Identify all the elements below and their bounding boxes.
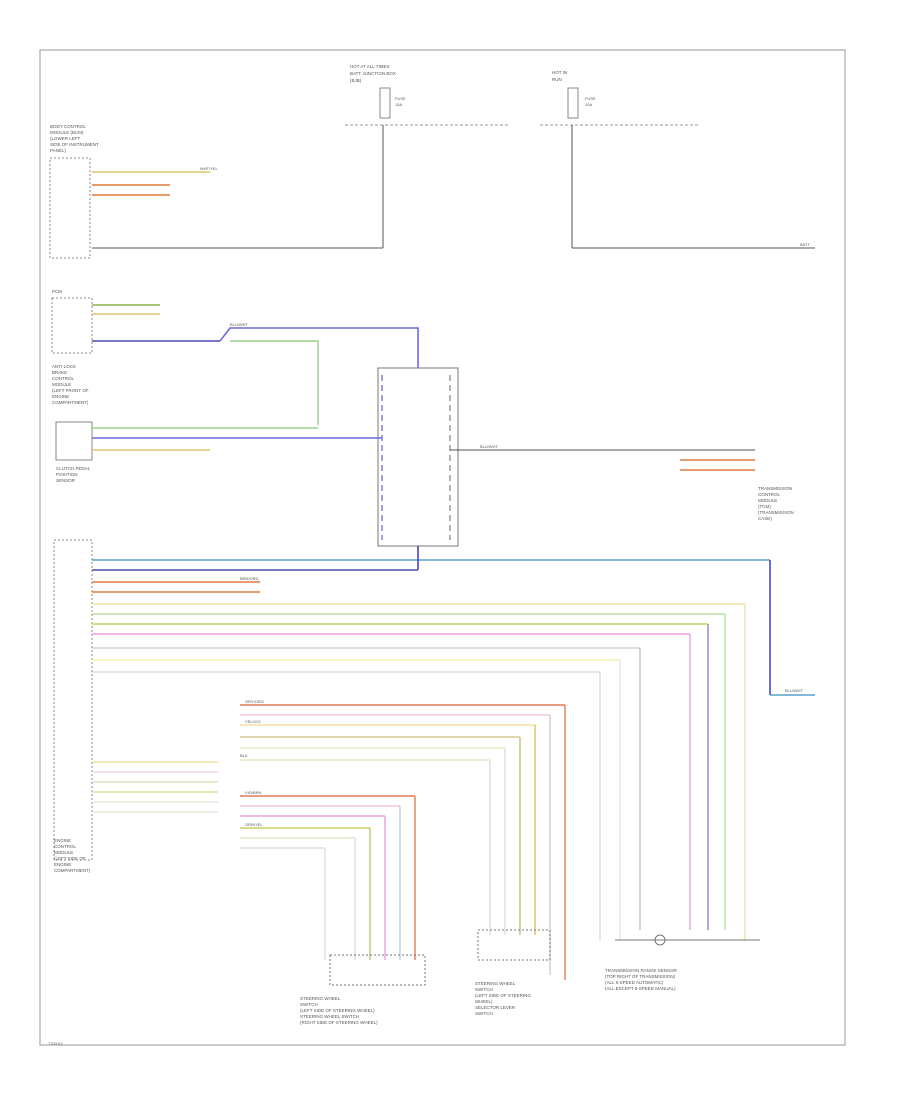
conn-b-line1: STEERING WHEEL [475,981,516,986]
conn-a-line2: SWITCH [300,1002,318,1007]
brake-line4: MODULE [52,382,71,387]
wire-label-5: GRY/ORG [245,699,264,704]
brake-line5: (LEFT FRONT OF [52,388,89,393]
clutch-line2: POSITION [56,472,78,477]
pcm-main-line4: (LEFT SIDE OF [54,856,86,861]
wire-label-6: YEL/VIO [245,719,261,724]
brake-line2: BRAKE [52,370,67,375]
pcm-main-line5: ENGINE [54,862,71,867]
tcm-line4: (TCM) [758,504,771,509]
conn-c-line2: (TOP RIGHT OF TRANSMISSION) [605,974,676,979]
component-pcm-upper: PCM [51,289,93,354]
pcm-main-line6: COMPARTMENT) [54,868,91,873]
power-source-batt: HOT AT ALL TIMES BATT JUNCTION BOX (BJB)… [345,64,510,126]
conn-b-line3: (LEFT SIDE OF STEERING [475,993,531,998]
conn-a-line5: (RIGHT SIDE OF STEERING WHEEL) [300,1020,378,1025]
power-source-run-line2: RUN [552,77,562,82]
tcm-line3: MODULE [758,498,777,503]
wire-label-1: WHT/YEL [200,166,219,171]
wire-label-8: GRN/YEL [245,822,263,827]
brake-line6: ENGINE [52,394,69,399]
clutch-line3: SENSOR [56,478,76,483]
fuse-label-1b: 15A [395,102,402,107]
fuse-label-2a: FUSE [585,96,596,101]
power-source-title-line1: HOT AT ALL TIMES [350,64,390,69]
conn-b-line5: SELECTOR LEVER [475,1005,516,1010]
central-junction [377,367,459,547]
brake-line1: ANTI-LOCK [52,364,76,369]
tcm-line5: (TRANSMISSION [758,510,794,515]
conn-c-line3: (ALL 6-SPEED AUTOMATIC) [605,980,664,985]
component-brake-module: ANTI-LOCK BRAKE CONTROL MODULE (LEFT FRO… [52,364,89,405]
conn-b-line2: SWITCH [475,987,493,992]
fuse-label-2b: 10A [585,102,592,107]
conn-c-line1: TRANSMISSION RANGE SENSOR [605,968,678,973]
wire-label-7: VIO/BRN [245,790,262,795]
bcm-line5: PANEL) [50,148,66,153]
component-clutch-sensor: CLUTCH PEDAL POSITION SENSOR [55,421,93,483]
power-source-run: HOT IN RUN FUSE 10A [540,70,700,126]
power-source-run-line1: HOT IN [552,70,567,75]
power-source-title-line3: (BJB) [350,78,362,83]
bcm-line2: MODULE (BCM) [50,130,84,135]
conn-a-line1: STEERING WHEEL [300,996,341,1001]
pcm-main-line3: MODULE [54,850,73,855]
wire-label-3: BLU/WHT [480,444,499,449]
tcm-line2: CONTROL [758,492,780,497]
pcm-upper-label: PCM [52,289,62,294]
bcm-line3: (LOWER LEFT [50,136,81,141]
component-trans-module: TRANSMISSION CONTROL MODULE (TCM) (TRANS… [758,486,794,521]
tcm-line6: CASE) [758,516,772,521]
pcm-main-line1: ENGINE [54,838,71,843]
wire-label-2: BLU/WHT [230,322,249,327]
conn-b-line4: WHEEL) [475,999,493,1004]
bcm-line4: SIDE OF INSTRUMENT [50,142,99,147]
component-bcm: BODY CONTROL MODULE (BCM) (LOWER LEFT SI… [49,124,99,259]
pcm-main-line2: CONTROL [54,844,76,849]
conn-a-line3: (LEFT SIDE OF STEERING WHEEL) [300,1008,375,1013]
diagram-frame [39,49,846,1046]
conn-a-line4: STEERING WHEEL SWITCH [300,1014,359,1019]
footer-code: T20XXX [48,1041,63,1046]
tcm-line1: TRANSMISSION [758,486,792,491]
wire-label-4: BRN/ORG [240,576,259,581]
brake-line3: CONTROL [52,376,74,381]
connector-c: TRANSMISSION RANGE SENSOR (TOP RIGHT OF … [605,934,760,991]
conn-c-line4: (ALL EXCEPT 6-SPEED MANUAL) [605,986,676,991]
connector-b: STEERING WHEEL SWITCH (LEFT SIDE OF STEE… [475,929,551,1016]
power-source-title-line2: BATT JUNCTION BOX [350,71,396,76]
wire-label-9: BLK [240,753,248,758]
conn-b-line6: SWITCH [475,1011,493,1016]
continuation-right-mid: BLU/WHT [785,688,804,693]
fuse-label-1a: FUSE [395,96,406,101]
component-pcm-main: ENGINE CONTROL MODULE (LEFT SIDE OF ENGI… [53,539,93,873]
brake-line7: COMPARTMENT) [52,400,89,405]
continuation-right-top: BATT [800,242,810,247]
bcm-line1: BODY CONTROL [50,124,86,129]
clutch-line1: CLUTCH PEDAL [56,466,91,471]
connector-a: STEERING WHEEL SWITCH (LEFT SIDE OF STEE… [300,954,426,1025]
